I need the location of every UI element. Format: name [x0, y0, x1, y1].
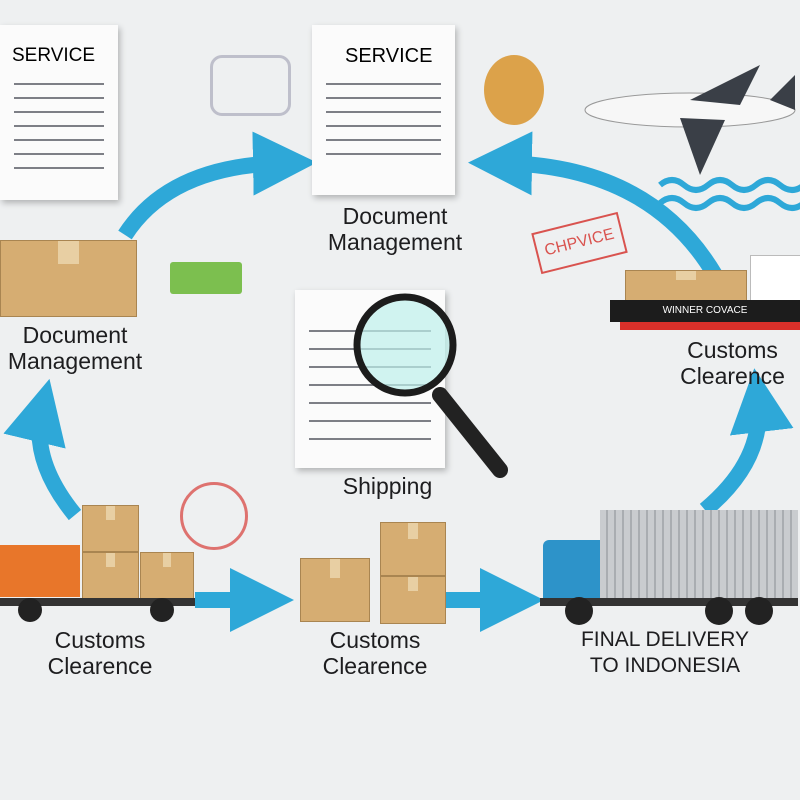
document-title: SERVICE	[12, 45, 96, 66]
document-title: SERVICE	[345, 45, 433, 67]
wheel-icon	[745, 597, 773, 625]
ship-name: WINNER COVACE	[610, 300, 800, 322]
cargo-ship: WINNER COVACE	[610, 245, 800, 335]
arrow-top-right	[468, 131, 722, 280]
orange-container	[0, 545, 80, 597]
money-icon	[170, 262, 242, 294]
wheel-icon	[150, 598, 174, 622]
handcuffs-icon	[210, 55, 291, 116]
parcel-icon	[484, 55, 544, 125]
box-icon	[380, 576, 446, 624]
box-icon	[300, 558, 370, 622]
arrow-left-up	[3, 378, 82, 521]
service-document-center: SERVICE	[312, 25, 455, 195]
open-box-icon	[0, 240, 137, 317]
round-stamp	[180, 482, 248, 550]
label-shipping: Shipping	[342, 473, 433, 499]
box-icon	[380, 522, 446, 576]
wheel-icon	[565, 597, 593, 625]
arrow-right-up	[699, 368, 794, 517]
truck-container	[600, 510, 798, 598]
wheel-icon	[705, 597, 733, 625]
truck-cab	[543, 540, 600, 598]
wheel-icon	[18, 598, 42, 622]
service-document-left: SERVICE	[0, 25, 118, 200]
arrow-top-left	[118, 131, 317, 240]
